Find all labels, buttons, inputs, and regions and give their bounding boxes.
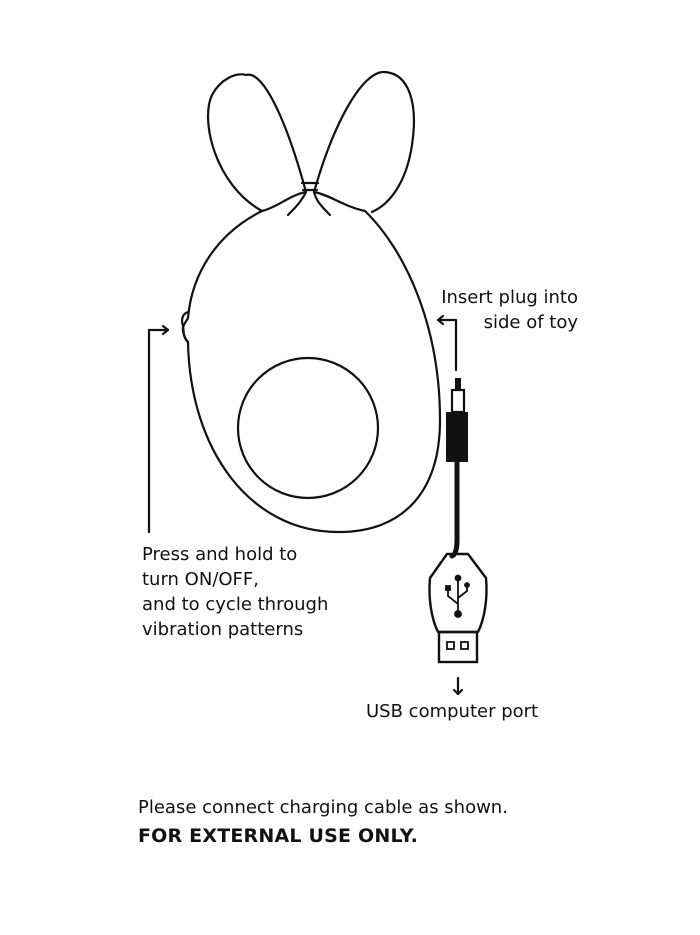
button-label-line-1: Press and hold to <box>142 544 298 565</box>
usb-label: USB computer port <box>366 701 539 722</box>
usb-plug-metal <box>437 630 479 664</box>
button-label-line-3: and to cycle through <box>142 594 329 615</box>
charging-cable <box>428 378 488 664</box>
button-label-line-2: turn ON/OFF, <box>142 569 259 590</box>
plug-label-line-1: Insert plug into <box>441 287 578 308</box>
external-use-warning: FOR EXTERNAL USE ONLY. <box>138 825 419 847</box>
ear-pinch <box>286 190 332 217</box>
ear-tie <box>300 181 320 192</box>
usb-arrow-head <box>452 688 464 696</box>
left-ear-outline <box>206 73 264 213</box>
plug-label: Insert plug into side of toy <box>400 285 578 335</box>
charging-instruction: Please connect charging cable as shown. <box>138 797 508 818</box>
usb-symbol-icon <box>445 574 470 618</box>
button-arrow-head <box>161 324 170 336</box>
ring-hole <box>236 356 380 500</box>
power-button-bump <box>180 310 190 344</box>
button-leader-line <box>147 328 170 534</box>
button-label-line-4: vibration patterns <box>142 619 304 640</box>
button-label: Press and hold to turn ON/OFF, and to cy… <box>142 542 328 642</box>
usage-note: Please connect charging cable as shown. … <box>138 793 508 851</box>
plug-arrow-head <box>436 314 445 326</box>
plug-leader-line <box>436 318 458 372</box>
plug-label-line-2: side of toy <box>483 312 578 333</box>
toy-body-outline <box>181 70 442 534</box>
